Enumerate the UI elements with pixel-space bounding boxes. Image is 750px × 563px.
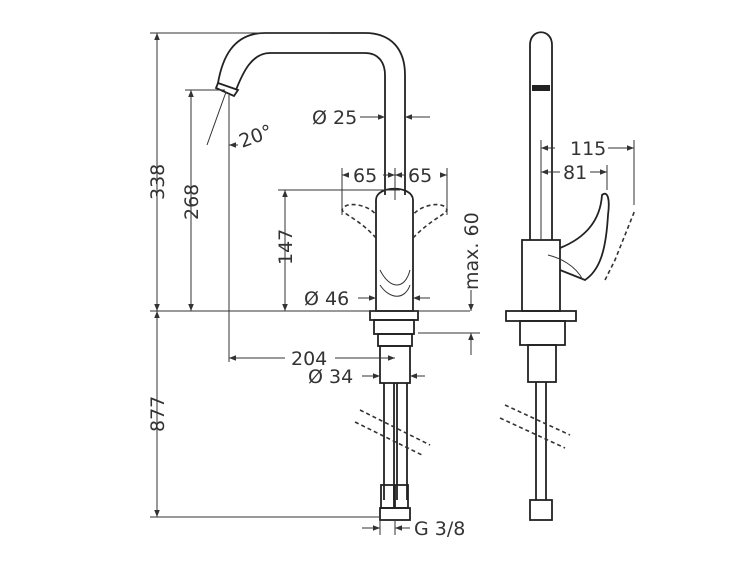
side-view bbox=[499, 31, 636, 521]
dimension-lines bbox=[150, 32, 635, 535]
dim-hose-length: 877 bbox=[147, 396, 169, 432]
dim-connection: G 3/8 bbox=[414, 518, 465, 540]
dim-side-body-reach: 81 bbox=[563, 162, 587, 184]
dim-handle-swing-right: 65 bbox=[408, 165, 432, 187]
dim-spout-diameter: Ø 25 bbox=[312, 107, 357, 129]
dim-max-thickness: max. 60 bbox=[461, 212, 483, 290]
dim-body-diameter: Ø 46 bbox=[304, 288, 349, 310]
dim-total-height: 338 bbox=[147, 164, 169, 200]
front-view bbox=[214, 32, 448, 521]
dim-spout-angle: 20° bbox=[236, 121, 275, 153]
dim-spout-height: 268 bbox=[181, 184, 203, 220]
dim-handle-swing-left: 65 bbox=[353, 165, 377, 187]
dim-spout-reach: 204 bbox=[291, 348, 327, 370]
dim-side-handle-reach: 115 bbox=[570, 138, 606, 160]
dim-handle-height: 147 bbox=[275, 229, 297, 265]
dim-shank-diameter: Ø 34 bbox=[308, 366, 353, 388]
